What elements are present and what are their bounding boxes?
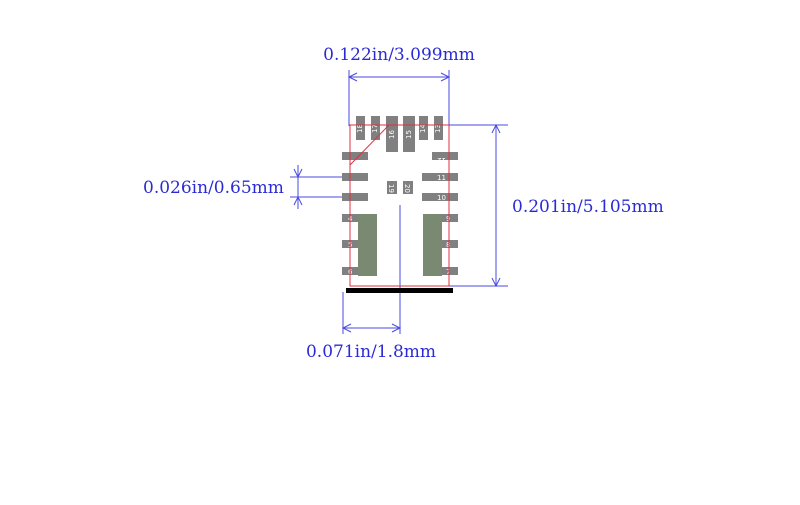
pad-span-label: 0.071in/1.8mm <box>306 342 436 362</box>
component-outline <box>349 124 450 287</box>
pad-8 <box>442 240 458 248</box>
pitch-dimension: 0.026in/0.65mm <box>143 165 362 209</box>
pad-3 <box>342 193 368 201</box>
pin-label-14: 14 <box>419 124 427 133</box>
pin-label-15: 15 <box>405 130 413 139</box>
pad-19 <box>387 181 397 194</box>
pin-label-7: 7 <box>446 268 450 276</box>
pitch-label: 0.026in/0.65mm <box>143 178 284 198</box>
pad-2 <box>342 173 368 181</box>
pad-20 <box>403 181 413 194</box>
pad-13 <box>434 116 443 140</box>
height-label: 0.201in/5.105mm <box>512 197 664 217</box>
center-pads: 19 20 <box>387 181 413 194</box>
pad-span-dimension: 0.071in/1.8mm <box>306 292 436 362</box>
pin-label-17: 17 <box>371 124 379 133</box>
pin-label-18: 18 <box>356 124 364 133</box>
width-label: 0.122in/3.099mm <box>323 45 475 65</box>
width-dimension: 0.122in/3.099mm <box>323 45 475 126</box>
pad-14 <box>419 116 428 140</box>
pin-label-20: 20 <box>403 184 411 193</box>
pad-7 <box>442 267 458 275</box>
silkscreen-bar <box>346 288 453 293</box>
right-thermal-pad <box>423 214 442 276</box>
pin-label-13: 13 <box>434 124 442 133</box>
pin-label-11: 11 <box>437 174 446 182</box>
pad-10 <box>422 193 458 201</box>
height-dimension: 0.201in/5.105mm <box>449 123 664 288</box>
pin-label-8: 8 <box>446 241 450 249</box>
pin-label-19: 19 <box>387 184 395 193</box>
pad-11 <box>422 173 458 181</box>
pad-17 <box>371 116 380 140</box>
top-pads: 18 17 16 15 14 13 <box>356 116 443 152</box>
pad-18 <box>356 116 365 140</box>
pin-label-12: 12 <box>437 156 446 164</box>
pad-9 <box>442 214 458 222</box>
pin-label-9: 9 <box>446 215 450 223</box>
left-thermal-pad <box>358 214 377 276</box>
pin-label-10: 10 <box>437 194 446 202</box>
pad-1 <box>342 152 368 160</box>
pin-label-16: 16 <box>388 130 396 139</box>
right-pads: 12 11 10 9 8 7 <box>422 152 458 276</box>
pad-12 <box>432 152 458 160</box>
